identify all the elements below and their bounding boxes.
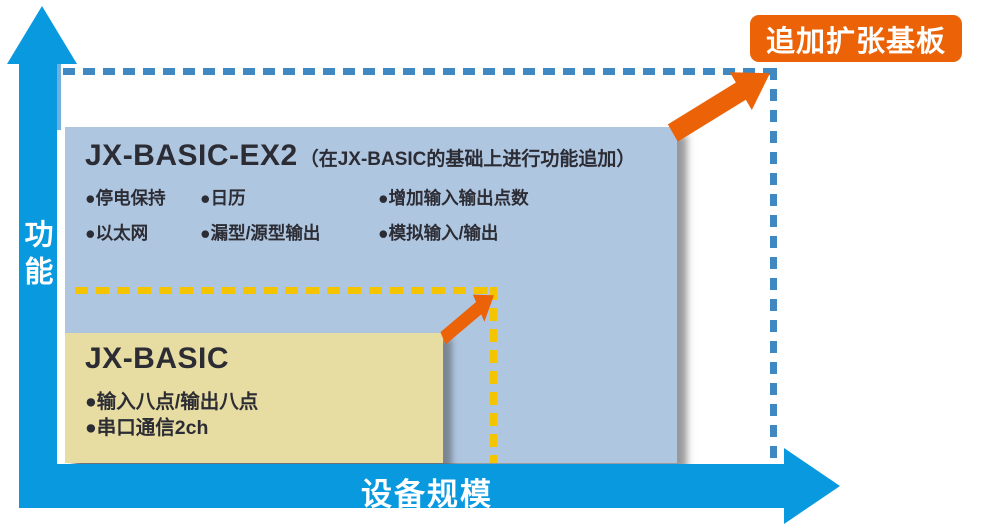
- upgrade-arrow-icon: [667, 72, 771, 142]
- ex2-title: JX-BASIC-EX2: [85, 139, 298, 172]
- blue-dashed-top-line: [63, 68, 777, 75]
- ex2-feature-item: ●停电保持: [85, 188, 166, 208]
- x-axis-arrowhead-icon: [784, 448, 840, 524]
- ex2-feature-item: ●以太网: [85, 223, 149, 243]
- ex2-feature-item: ●日历: [200, 188, 246, 208]
- y-axis-arrowhead-icon: [7, 6, 77, 64]
- y-axis-label: 功能: [20, 219, 52, 293]
- basic-title: JX-BASIC: [85, 342, 230, 375]
- ex2-feature-item: ●增加输入输出点数: [378, 188, 529, 208]
- yellow-dashed-right-line: [490, 287, 497, 463]
- y-axis-thin-line: [57, 64, 61, 130]
- basic-product-box: JX-BASIC ●输入八点/输出八点 ●串口通信2ch: [65, 333, 443, 463]
- yellow-dashed-top-line: [75, 287, 497, 294]
- blue-dashed-right-line: [770, 68, 777, 464]
- ex2-feature-item: ●漏型/源型输出: [200, 223, 321, 243]
- ex2-feature-list: ●停电保持 ●日历 ●增加输入输出点数 ●以太网 ●漏型/源型输出 ●模拟输入/…: [85, 185, 529, 245]
- y-axis-arrow: [19, 58, 57, 508]
- expansion-board-badge: 追加扩张基板: [750, 15, 962, 62]
- x-axis-label: 设备规模: [361, 477, 493, 512]
- upgrade-arrow-icon: [440, 294, 494, 345]
- basic-feature-item: ●输入八点/输出八点: [85, 391, 259, 413]
- ex2-title-row: JX-BASIC-EX2 （在JX-BASIC的基础上进行功能追加）: [85, 139, 635, 173]
- ex2-feature-item: ●模拟输入/输出: [378, 223, 499, 243]
- ex2-subtitle: （在JX-BASIC的基础上进行功能追加）: [299, 149, 636, 170]
- basic-feature-item: ●串口通信2ch: [85, 417, 209, 439]
- basic-feature-list: ●输入八点/输出八点 ●串口通信2ch: [85, 389, 258, 441]
- x-axis-arrow: [19, 464, 785, 508]
